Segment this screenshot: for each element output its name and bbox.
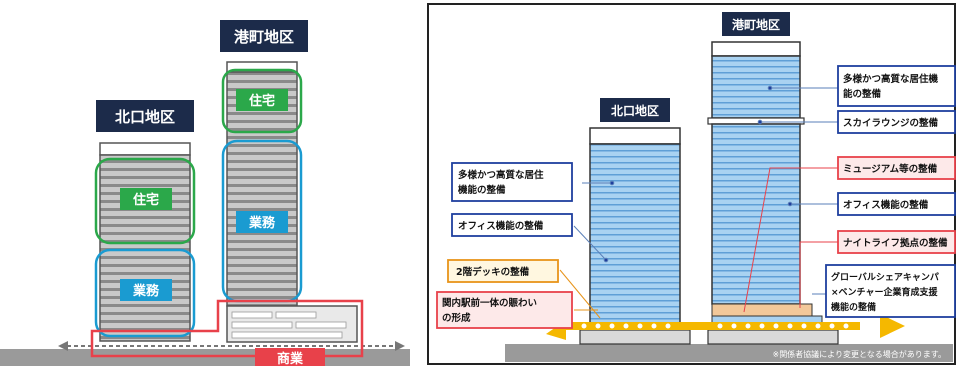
r-kitaguchi-building <box>589 143 681 331</box>
callout-text: グローバルシェアキャンパ <box>831 271 939 283</box>
r-leaders-right-red <box>743 167 840 313</box>
r-leaders-right <box>757 85 840 295</box>
minatomachi-business-badge <box>236 211 288 233</box>
r-callout-station: 関内駅前一体の賑わい の形成 <box>436 291 573 329</box>
r-callout-skylounge: スカイラウンジの整備 <box>837 110 956 134</box>
kitaguchi-residential-zone <box>94 157 196 245</box>
kitaguchi-building-top <box>99 142 191 156</box>
right-ground <box>505 344 953 362</box>
r-skylounge-band <box>707 117 805 125</box>
r-minatomachi-title-box <box>722 12 790 36</box>
kitaguchi-building <box>99 154 191 342</box>
commercial-label: 商業 <box>277 351 304 366</box>
left-arrow-head-right <box>395 341 405 351</box>
callout-text: ミュージアム等の整備 <box>843 163 938 175</box>
r-deck-dots <box>567 323 849 329</box>
minatomachi-business-label: 業務 <box>248 215 276 231</box>
kitaguchi-title-box <box>96 100 194 132</box>
r-leaders-left <box>573 180 615 263</box>
callout-text: オフィス機能の整備 <box>843 199 929 211</box>
minatomachi-residential-badge <box>236 89 288 111</box>
commercial-badge <box>255 348 325 366</box>
right-panel: ※関係者協議により変更となる場合があります。 北口地区 港町地区 <box>427 3 956 365</box>
r-callout-nightlife: ナイトライフ拠点の整備 <box>837 230 956 254</box>
callout-text: 多様かつ高質な居住機 <box>843 73 939 85</box>
commercial-zone <box>90 299 364 358</box>
r-callout-residential-right: 多様かつ高質な居住機 能の整備 <box>837 65 956 107</box>
kitaguchi-title: 北口地区 <box>115 108 175 126</box>
r-deck-arrow-right <box>880 314 905 338</box>
r-kitaguchi-title-box <box>600 98 670 122</box>
callout-text: ナイトライフ拠点の整備 <box>843 237 948 249</box>
minatomachi-title: 港町地区 <box>234 28 294 46</box>
callout-text: オフィス機能の整備 <box>458 220 544 232</box>
left-ground <box>0 349 410 366</box>
r-kitaguchi-title: 北口地区 <box>611 103 659 118</box>
callout-text: ×ベンチャー企業育成支援 <box>831 286 938 298</box>
callout-text: 関内駅前一体の賑わい <box>442 297 537 309</box>
r-callout-deck: 2階デッキの整備 <box>447 259 559 283</box>
right-note: ※関係者協議により変更となる場合があります。 <box>772 349 946 359</box>
r-minatomachi-title: 港町地区 <box>732 17 780 32</box>
kitaguchi-business-label: 業務 <box>132 283 160 299</box>
minatomachi-title-box <box>220 20 308 52</box>
podium-steps <box>231 311 347 339</box>
r-kitaguchi-building-top <box>589 127 681 145</box>
kitaguchi-residential-label: 住宅 <box>133 192 159 208</box>
callout-text: 機能の整備 <box>831 301 876 313</box>
callout-text: 能の整備 <box>843 88 882 100</box>
r-minatomachi-building-top <box>711 41 801 57</box>
r-minatomachi-building <box>711 55 801 119</box>
kitaguchi-business-zone <box>94 248 196 338</box>
minatomachi-residential-label: 住宅 <box>249 93 275 109</box>
r-deck <box>560 322 860 330</box>
r-callout-office-right: オフィス機能の整備 <box>837 192 956 216</box>
left-panel: 住宅 業務 北口地区 住宅 業務 港町地区 商業 <box>0 20 410 366</box>
r-leaders-left-orange <box>559 269 601 319</box>
r-callout-residential-left: 多様かつ高質な居住 機能の整備 <box>451 162 573 202</box>
r-kitaguchi-base <box>579 329 691 345</box>
kitaguchi-business-badge <box>120 279 172 301</box>
left-arrow-head-left <box>58 341 68 351</box>
r-callout-museum: ミュージアム等の整備 <box>837 156 956 180</box>
callout-text: 多様かつ高質な居住 <box>458 169 544 181</box>
r-minatomachi-lower <box>711 123 801 305</box>
r-podium-1 <box>711 303 813 317</box>
r-podium-base <box>707 329 839 345</box>
kitaguchi-residential-badge <box>120 188 172 210</box>
r-callout-office-left: オフィス機能の整備 <box>451 213 573 237</box>
callout-text: 2階デッキの整備 <box>456 266 530 278</box>
callout-text: の形成 <box>442 312 471 324</box>
callout-text: 機能の整備 <box>458 184 506 196</box>
callout-text: スカイラウンジの整備 <box>843 117 939 129</box>
minatomachi-residential-zone <box>221 68 303 134</box>
r-callout-global: グローバルシェアキャンパ ×ベンチャー企業育成支援 機能の整備 <box>825 264 956 318</box>
